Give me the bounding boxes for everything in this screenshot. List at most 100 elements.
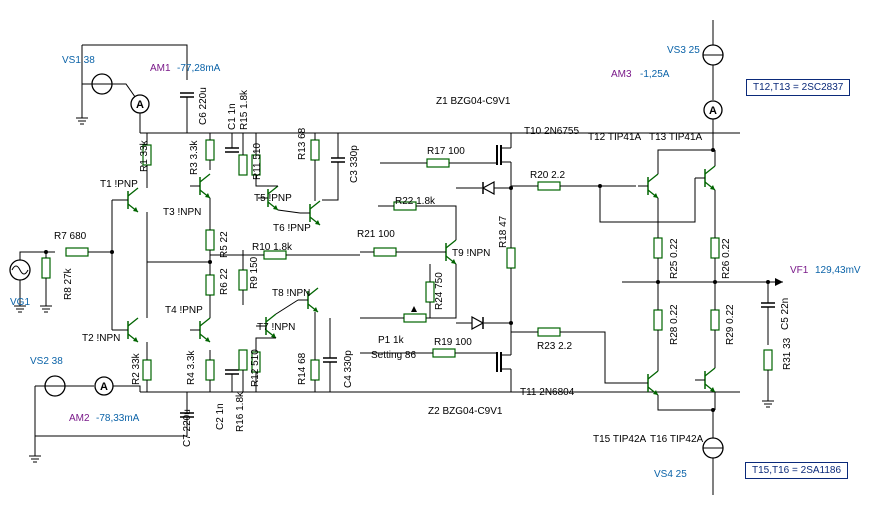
t13-transistor-arrow: [710, 185, 715, 190]
r9-label: R9 150: [249, 256, 260, 289]
r14-label: R14 68: [297, 352, 308, 385]
junction-dot: [509, 186, 513, 190]
r19-label: R19 100: [434, 337, 472, 348]
wire: [657, 149, 713, 174]
am1-value-label: -77,28mA: [177, 63, 221, 74]
t5-transistor-collector: [267, 185, 279, 195]
t1-transistor-arrow: [133, 207, 138, 212]
z2-label: Z2 BZG04-C9V1: [428, 406, 503, 417]
t12-transistor-arrow: [653, 193, 658, 198]
r7-label: R7 680: [54, 231, 87, 242]
r12-label: R12 510: [250, 349, 261, 387]
wire: [19, 251, 55, 260]
vg1-label: VG1: [10, 297, 31, 308]
t6-transistor-arrow: [315, 220, 320, 225]
am3-meter-glyph: A: [709, 105, 717, 117]
wire: [255, 175, 278, 187]
t7-label: T7 !NPN: [257, 322, 296, 333]
wire: [416, 205, 457, 240]
vf1-name-label: VF1: [790, 265, 809, 276]
t13-transistor-collector: [704, 165, 716, 175]
t13-label: T13 TIP41A: [649, 132, 703, 143]
p1-label: P1 1k: [378, 335, 404, 346]
t8-label: T8 !NPN: [272, 288, 311, 299]
t9-label: T9 !NPN: [452, 248, 491, 259]
t6-label: T6 !PNP: [273, 223, 311, 234]
t12-label: T12 TIP41A: [588, 132, 642, 143]
vf1-probe: [775, 278, 783, 286]
z1-label: Z1 BZG04-C9V1: [436, 96, 511, 107]
r1-label: R1 33k: [139, 140, 150, 172]
t16-label: T16 TIP42A: [650, 434, 704, 445]
r13-label: R13 68: [297, 127, 308, 160]
t11-label: T11 2N6804: [520, 387, 575, 398]
t15-transistor-collector: [647, 370, 659, 380]
wire: [255, 337, 276, 352]
t8-transistor-arrow: [313, 307, 318, 312]
junction-dot: [711, 148, 715, 152]
t3-transistor-arrow: [205, 193, 210, 198]
r17-label: R17 100: [427, 146, 465, 157]
t16-transistor-collector: [704, 367, 716, 377]
r3-label: R3 3.3k: [189, 140, 200, 175]
t15-transistor-arrow: [653, 390, 658, 395]
junction-dot: [509, 321, 513, 325]
r21-label: R21 100: [357, 229, 395, 240]
r31-label: R31 33: [782, 337, 793, 370]
c1-label: C1 1n: [227, 103, 238, 130]
t1-label: T1 !PNP: [100, 179, 138, 190]
vs1-label: VS1 38: [62, 55, 95, 66]
t9-transistor-collector: [445, 239, 457, 249]
r5-label: R5 22: [219, 231, 230, 258]
r25-label: R25 0.22: [669, 238, 680, 279]
r11-label: R11 510: [252, 142, 263, 180]
t5-label: T5 !PNP: [254, 193, 292, 204]
r2-label: R2 33k: [131, 353, 142, 385]
c5-label: C5 22n: [780, 297, 791, 330]
t2-label: T2 !NPN: [82, 333, 121, 344]
vf1-value-label: 129,43mV: [815, 265, 861, 276]
c7-label: C7 220u: [182, 409, 193, 447]
c6-label: C6 220u: [198, 87, 209, 125]
am2-meter-glyph: A: [100, 381, 108, 393]
t4-transistor-arrow: [205, 337, 210, 342]
am3-value-label: -1,25A: [640, 69, 670, 80]
t2-transistor-arrow: [133, 337, 138, 342]
t3-transistor-collector: [199, 173, 211, 183]
junction-dot: [656, 280, 660, 284]
junction-dot: [598, 184, 602, 188]
c2-label: C2 1n: [215, 403, 226, 430]
t8-transistor-collector: [307, 287, 319, 297]
r22-label: R22 1.8k: [395, 196, 436, 207]
r6-label: R6 22: [219, 268, 230, 295]
t12-t13-note-box: T12,T13 = 2SC2837: [746, 79, 851, 96]
am2-name-label: AM2: [69, 413, 90, 424]
t7-transistor-arrow: [271, 333, 276, 338]
t2-transistor-collector: [127, 317, 139, 327]
r29-label: R29 0.22: [725, 304, 736, 345]
t6-transistor-collector: [309, 200, 321, 210]
t16-transistor-arrow: [710, 387, 715, 392]
junction-dot: [711, 408, 715, 412]
t4-transistor-collector: [199, 317, 211, 327]
wire: [426, 264, 457, 319]
t15-label: T15 TIP42A: [593, 434, 647, 445]
r23-label: R23 2.2: [537, 341, 573, 352]
c3-label: C3 330p: [349, 145, 360, 183]
r24-label: R24 750: [434, 272, 445, 310]
am1-name-label: AM1: [150, 63, 171, 74]
r20-label: R20 2.2: [530, 170, 566, 181]
vg1-sine: [11, 265, 29, 275]
c4-label: C4 330p: [343, 350, 354, 388]
wire: [277, 209, 301, 214]
p1-setting-label: Setting 86: [371, 350, 417, 361]
vs3-label: VS3 25: [667, 45, 700, 56]
t5-transistor-arrow: [273, 205, 278, 210]
am1-meter-glyph: A: [136, 99, 144, 111]
r18-label: R18 47: [498, 215, 509, 248]
wire: [113, 385, 141, 392]
t1-transistor-collector: [127, 187, 139, 197]
junction-dot: [713, 280, 717, 284]
